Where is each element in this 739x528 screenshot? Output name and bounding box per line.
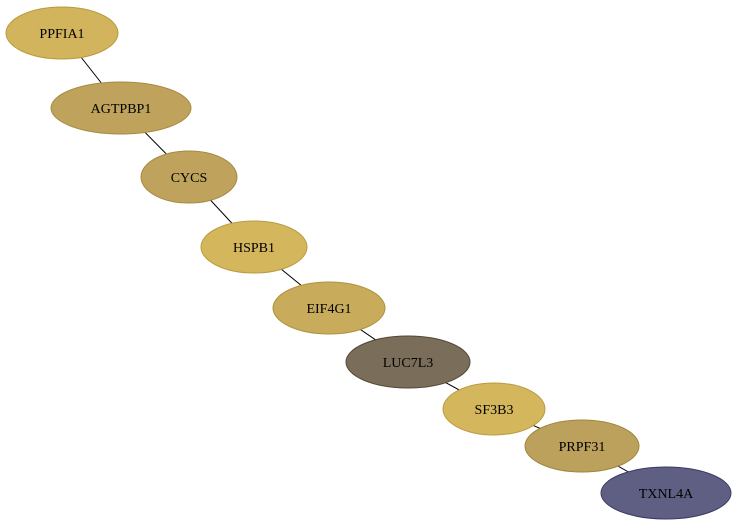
node-label: EIF4G1 [306,302,351,317]
node-ellipse [600,466,732,520]
node-txnl4a[interactable]: TXNL4A [600,466,732,520]
node-ellipse [200,220,308,274]
node-ellipse [140,150,238,204]
node-label: LUC7L3 [383,356,434,371]
node-prpf31[interactable]: PRPF31 [524,419,640,473]
node-ellipse [5,6,119,60]
node-eif4g1[interactable]: EIF4G1 [272,281,386,335]
node-hspb1[interactable]: HSPB1 [200,220,308,274]
node-ellipse [442,382,546,436]
node-ellipse [272,281,386,335]
node-label: AGTPBP1 [91,102,152,117]
node-label: SF3B3 [475,403,514,418]
node-label: PPFIA1 [39,27,84,42]
node-ellipse [524,419,640,473]
node-cycs[interactable]: CYCS [140,150,238,204]
node-label: CYCS [171,171,208,186]
node-luc7l3[interactable]: LUC7L3 [345,335,471,389]
node-sf3b3[interactable]: SF3B3 [442,382,546,436]
node-ppfia1[interactable]: PPFIA1 [5,6,119,60]
node-label: TXNL4A [639,487,694,502]
node-ellipse [345,335,471,389]
node-label: PRPF31 [559,440,606,455]
node-agtpbp1[interactable]: AGTPBP1 [50,81,192,135]
node-label: HSPB1 [233,241,275,256]
node-ellipse [50,81,192,135]
